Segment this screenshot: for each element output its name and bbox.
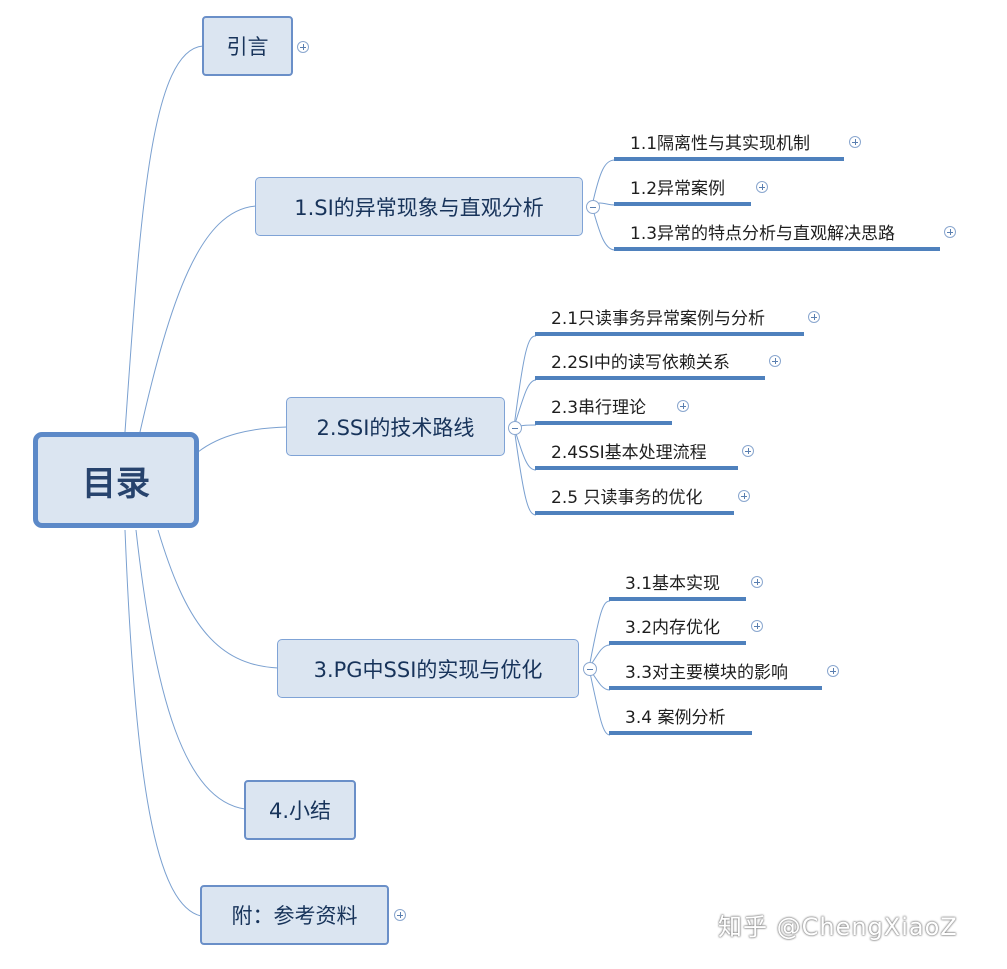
expand-icon[interactable]	[751, 620, 763, 632]
root-node[interactable]: 目录	[33, 432, 199, 528]
expand-icon[interactable]	[827, 665, 839, 677]
expand-icon[interactable]	[742, 445, 754, 457]
leaf-3-1[interactable]: 3.1基本实现	[609, 571, 746, 601]
node-pg-ssi[interactable]: 3.PG中SSI的实现与优化	[277, 639, 579, 698]
leaf-1-3[interactable]: 1.3异常的特点分析与直观解决思路	[614, 221, 940, 251]
leaf-2-5[interactable]: 2.5 只读事务的优化	[535, 485, 734, 515]
expand-icon[interactable]	[808, 311, 820, 323]
node-intro[interactable]: 引言	[202, 16, 293, 76]
leaf-3-4[interactable]: 3.4 案例分析	[609, 705, 752, 735]
node-references[interactable]: 附：参考资料	[200, 885, 389, 945]
leaf-3-2[interactable]: 3.2内存优化	[609, 615, 746, 645]
watermark: 知乎 @ChengXiaoZ	[718, 913, 958, 941]
expand-icon[interactable]	[849, 136, 861, 148]
node-ssi-approach[interactable]: 2.SSI的技术路线	[286, 397, 505, 456]
leaf-2-2[interactable]: 2.2SI中的读写依赖关系	[535, 350, 765, 380]
leaf-1-1[interactable]: 1.1隔离性与其实现机制	[614, 131, 844, 161]
leaf-3-3[interactable]: 3.3对主要模块的影响	[609, 660, 822, 690]
leaf-2-4[interactable]: 2.4SSI基本处理流程	[535, 440, 738, 470]
expand-icon[interactable]	[297, 41, 309, 53]
expand-icon[interactable]	[677, 400, 689, 412]
node-summary[interactable]: 4.小结	[244, 780, 356, 840]
leaf-2-1[interactable]: 2.1只读事务异常案例与分析	[535, 306, 804, 336]
expand-icon[interactable]	[944, 226, 956, 238]
collapse-icon[interactable]	[586, 200, 600, 214]
expand-icon[interactable]	[394, 909, 406, 921]
node-si-anomalies[interactable]: 1.SI的异常现象与直观分析	[255, 177, 583, 236]
expand-icon[interactable]	[756, 181, 768, 193]
collapse-icon[interactable]	[508, 421, 522, 435]
leaf-2-3[interactable]: 2.3串行理论	[535, 395, 672, 425]
leaf-1-2[interactable]: 1.2异常案例	[614, 176, 751, 206]
expand-icon[interactable]	[738, 490, 750, 502]
expand-icon[interactable]	[751, 576, 763, 588]
collapse-icon[interactable]	[583, 662, 597, 676]
expand-icon[interactable]	[769, 355, 781, 367]
